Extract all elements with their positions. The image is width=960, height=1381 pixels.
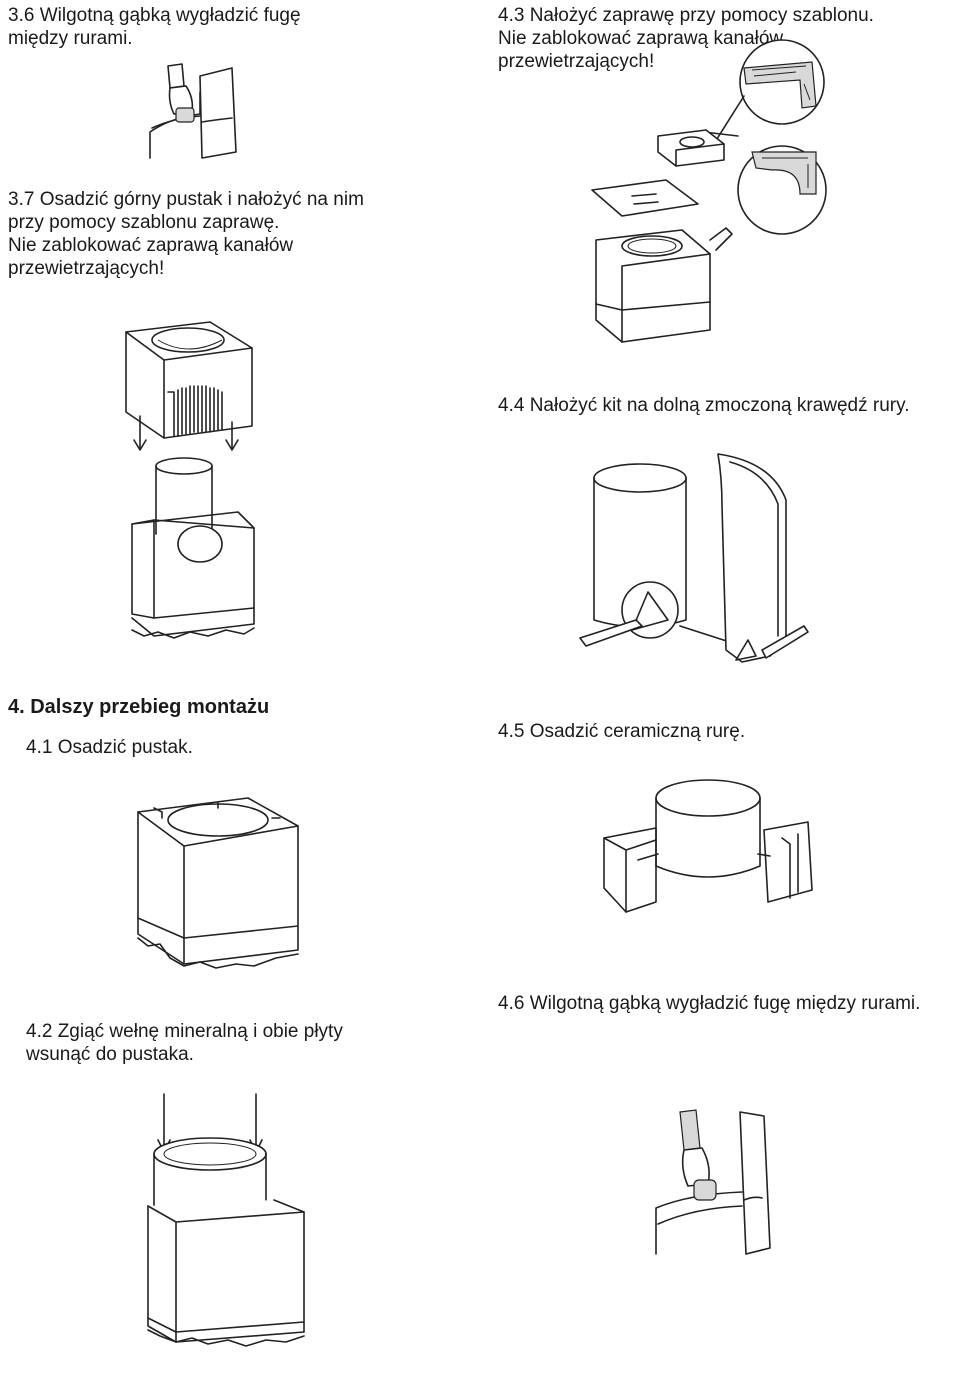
step-3-7-line-3: Nie zablokować zaprawą kanałów bbox=[8, 235, 294, 256]
step-4-1-text: 4.1 Osadzić pustak. bbox=[26, 736, 193, 759]
step-4-2-text: 4.2 Zgiąć wełnę mineralną i obie płyty w… bbox=[26, 1020, 343, 1066]
step-4-1-line-1: 4.1 Osadzić pustak. bbox=[26, 737, 193, 758]
chimney-block-illustration bbox=[130, 788, 306, 974]
step-3-6-line-1: 3.6 Wilgotną gąbką wygładzić fugę bbox=[8, 5, 301, 26]
ceramic-pipe-illustration bbox=[598, 770, 820, 920]
mineral-wool-insertion-illustration bbox=[140, 1090, 310, 1366]
step-4-6-text: 4.6 Wilgotną gąbką wygładzić fugę między… bbox=[498, 992, 920, 1015]
hand-sponge-joint-illustration bbox=[140, 62, 240, 162]
upper-block-placement-illustration bbox=[118, 318, 268, 656]
step-4-3-text: 4.3 Nałożyć zaprawę przy pomocy szablonu… bbox=[498, 4, 874, 73]
step-4-5-line-1: 4.5 Osadzić ceramiczną rurę. bbox=[498, 721, 746, 742]
step-4-2-line-1: 4.2 Zgiąć wełnę mineralną i obie płyty bbox=[26, 1021, 343, 1042]
step-4-3-line-1: 4.3 Nałożyć zaprawę przy pomocy szablonu… bbox=[498, 5, 874, 26]
step-3-7-text: 3.7 Osadzić górny pustak i nałożyć na ni… bbox=[8, 188, 364, 280]
step-4-2-line-2: wsunąć do pustaka. bbox=[26, 1044, 194, 1065]
step-3-7-line-1: 3.7 Osadzić górny pustak i nałożyć na ni… bbox=[8, 189, 364, 210]
pipe-putty-illustration bbox=[566, 450, 810, 682]
step-4-3-line-2: Nie zablokować zaprawą kanałów bbox=[498, 28, 784, 49]
hand-sponge-pipe-joint-illustration bbox=[650, 1108, 774, 1258]
step-4-4-text: 4.4 Nałożyć kit na dolną zmoczoną krawęd… bbox=[498, 394, 910, 417]
template-mortar-illustration bbox=[586, 40, 840, 370]
step-4-3-line-3: przewietrzających! bbox=[498, 51, 655, 72]
step-4-5-text: 4.5 Osadzić ceramiczną rurę. bbox=[498, 720, 745, 743]
step-3-6-line-2: między rurami. bbox=[8, 28, 133, 49]
step-3-7-line-4: przewietrzających! bbox=[8, 258, 165, 279]
step-3-6-text: 3.6 Wilgotną gąbką wygładzić fugę między… bbox=[8, 4, 301, 50]
step-4-4-line-1: 4.4 Nałożyć kit na dolną zmoczoną krawęd… bbox=[498, 395, 910, 416]
step-4-6-line-1: 4.6 Wilgotną gąbką wygładzić fugę między… bbox=[498, 993, 921, 1014]
section-4-heading: 4. Dalszy przebieg montażu bbox=[8, 696, 270, 718]
step-3-7-line-2: przy pomocy szablonu zaprawę. bbox=[8, 212, 280, 233]
